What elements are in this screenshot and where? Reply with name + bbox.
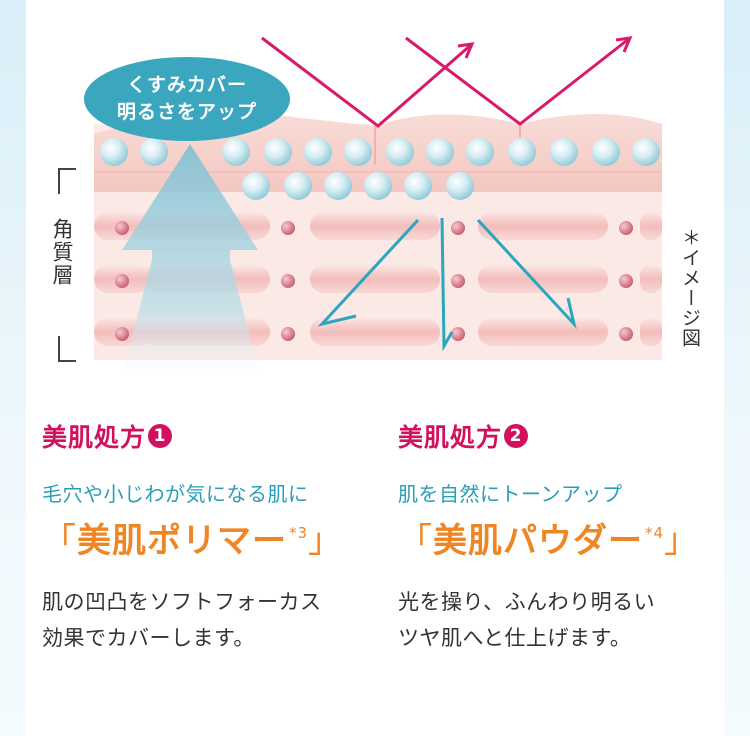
cell-dots [115,221,633,341]
brighten-up-arrow [120,144,262,384]
section-subtitle: 毛穴や小じわが気になる肌に [42,482,309,506]
formula-section-2: 美肌処方 2 肌を自然にトーンアップ 「美肌パウダー*4」 光を操り、ふんわり明… [398,418,699,656]
bubble-line-1: くすみカバー [126,74,247,96]
description-line-2: 効果でカバーします。 [42,626,255,650]
section-title-text: 美肌処方 [42,423,147,452]
close-bracket: 」 [308,521,344,561]
section-title-text: 美肌処方 [398,423,503,452]
ingredient-name: 「美肌パウダー*4」 [398,513,699,562]
ingredient-highlight: 美肌ポリマー [77,521,287,561]
light-scatter-lines [317,217,577,352]
ingredient-highlight: 美肌パウダー [433,521,643,561]
bracket-top [58,168,76,194]
effect-bubble: くすみカバー 明るさをアップ [84,57,290,141]
section-description: 肌の凹凸をソフトフォーカス 効果でカバーします。 [42,584,343,656]
polymer-particles [100,138,660,200]
section-title: 美肌処方 2 [398,418,699,454]
light-reflection-lines [261,36,633,128]
section-description: 光を操り、ふんわり明るい ツヤ肌へと仕上げます。 [398,584,699,656]
formula-section-1: 美肌処方 1 毛穴や小じわが気になる肌に 「美肌ポリマー*3」 肌の凹凸をソフト… [42,418,343,656]
skin-layer-diagram [94,36,662,384]
description-line-1: 光を操り、ふんわり明るい [398,590,656,614]
section-number-badge: 1 [148,424,173,448]
section-subtitle: 肌を自然にトーンアップ [398,482,623,506]
description-line-2: ツヤ肌へと仕上げます。 [398,626,632,650]
stratum-corneum-label: 角質層 [50,218,74,287]
open-bracket: 「 [42,521,77,561]
bubble-line-2: 明るさをアップ [116,101,257,123]
description-line-1: 肌の凹凸をソフトフォーカス [42,590,322,614]
section-number-badge: 2 [504,424,529,448]
footnote-mark: *3 [289,524,309,542]
bracket-bottom [58,336,76,362]
open-bracket: 「 [398,521,433,561]
ingredient-name: 「美肌ポリマー*3」 [42,513,343,562]
close-bracket: 」 [664,521,700,561]
footnote-mark: *4 [645,524,665,542]
image-note: ＊イメージ図 [679,228,701,348]
section-title: 美肌処方 1 [42,418,343,454]
